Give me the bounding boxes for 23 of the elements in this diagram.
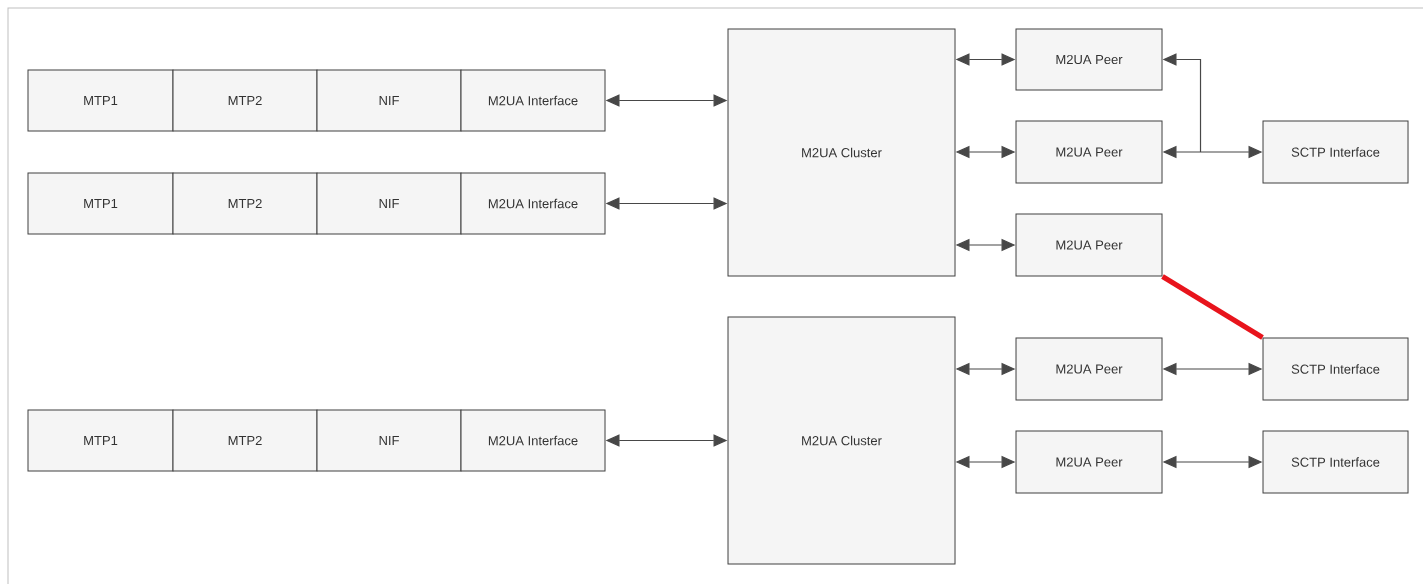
layer-box: MTP1 (27, 172, 174, 235)
layer-box: MTP1 (27, 409, 174, 472)
layer-box: SCTP Interface (1262, 337, 1409, 401)
layer-box: MTP1 (27, 69, 174, 132)
layer-box: MTP2 (172, 69, 318, 132)
layer-box: M2UA Interface (460, 69, 606, 132)
layer-box: MTP2 (172, 409, 318, 472)
layer-box: M2UA Peer (1015, 120, 1163, 184)
layer-box: M2UA Interface (460, 409, 606, 472)
layer-box: NIF (316, 69, 462, 132)
connector-line (1161, 274, 1264, 340)
layer-box: SCTP Interface (1262, 430, 1409, 494)
layer-box: MTP2 (172, 172, 318, 235)
cluster-box: M2UA Cluster (727, 316, 956, 565)
layer-box: M2UA Interface (460, 172, 606, 235)
layer-box: M2UA Peer (1015, 337, 1163, 401)
layer-box: SCTP Interface (1262, 120, 1409, 184)
layer-box: M2UA Peer (1015, 213, 1163, 277)
layer-box: NIF (316, 409, 462, 472)
cluster-box: M2UA Cluster (727, 28, 956, 277)
layer-box: NIF (316, 172, 462, 235)
layer-box: M2UA Peer (1015, 28, 1163, 91)
layer-box: M2UA Peer (1015, 430, 1163, 494)
